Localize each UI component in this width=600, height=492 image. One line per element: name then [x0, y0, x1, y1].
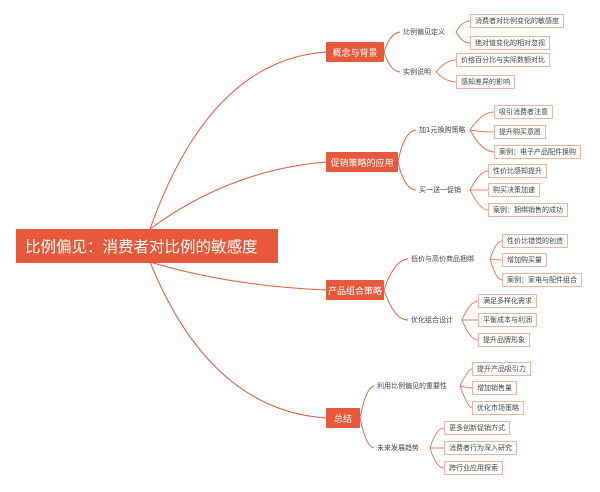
branch-promotion[interactable]: 促销策略的应用 [326, 152, 398, 172]
leaf-item[interactable]: 消费者对比例变化的敏感度 [470, 14, 564, 28]
leaf-item[interactable]: 感知差异的影响 [456, 75, 515, 89]
sub-definition[interactable]: 比例偏见定义 [400, 26, 448, 38]
leaf-item[interactable]: 购买决策加速 [488, 183, 540, 197]
leaf-item[interactable]: 提升购买意愿 [494, 125, 546, 139]
leaf-item[interactable]: 平衡成本与利润 [478, 313, 537, 327]
leaf-item[interactable]: 消费者行为深入研究 [444, 441, 517, 455]
leaf-item[interactable]: 满足多样化需求 [478, 294, 537, 308]
leaf-item[interactable]: 增加购买量 [502, 253, 547, 267]
leaf-item[interactable]: 优化市场策略 [472, 401, 524, 415]
branch-concept-background[interactable]: 概念与背景 [326, 42, 384, 62]
root-topic[interactable]: 比例偏见：消费者对比例的敏感度 [16, 229, 278, 263]
sub-example[interactable]: 实例说明 [400, 66, 434, 78]
leaf-item[interactable]: 价格百分比与实际数额对比 [456, 53, 550, 67]
leaf-item[interactable]: 案例：家电与配件组合 [502, 273, 582, 287]
leaf-item[interactable]: 提升品牌形象 [478, 333, 530, 347]
leaf-item[interactable]: 性价比错觉的创造 [502, 234, 568, 248]
leaf-item[interactable]: 案例：捆绑销售的成功 [488, 203, 568, 217]
leaf-item[interactable]: 增加销售量 [472, 381, 517, 395]
branch-product-mix[interactable]: 产品组合策略 [326, 280, 384, 300]
sub-add-one-yuan[interactable]: 加1元换购策略 [416, 124, 469, 136]
leaf-item[interactable]: 案例：电子产品配件换购 [494, 145, 581, 159]
leaf-item[interactable]: 提升产品吸引力 [472, 362, 531, 376]
sub-importance[interactable]: 利用比例偏见的重要性 [374, 380, 450, 392]
leaf-item[interactable]: 吸引消费者注意 [494, 105, 553, 119]
leaf-item[interactable]: 跨行业应用探索 [444, 461, 503, 475]
branch-summary[interactable]: 总结 [326, 408, 360, 428]
sub-buy-one-get-one[interactable]: 买一送一促销 [416, 184, 464, 196]
leaf-item[interactable]: 性价比感知提升 [488, 164, 547, 178]
sub-future-trends[interactable]: 未来发展趋势 [374, 442, 422, 454]
sub-optimize-design[interactable]: 优化组合设计 [408, 314, 456, 326]
leaf-item[interactable]: 绝对值变化的相对忽视 [470, 36, 550, 50]
leaf-item[interactable]: 更多创新促销方式 [444, 421, 510, 435]
sub-bundle[interactable]: 低价与高价商品捆绑 [408, 253, 477, 265]
